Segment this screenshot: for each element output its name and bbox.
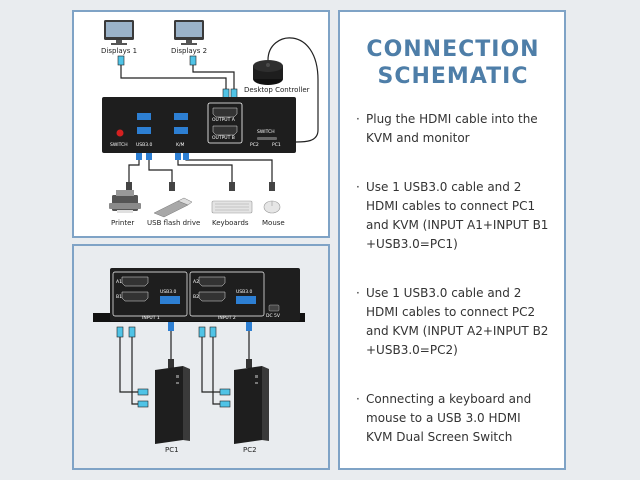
a1-label: A1 [116, 280, 122, 285]
hdmi-port-icon [121, 276, 149, 287]
usb-port-icon [236, 296, 256, 304]
printer-label: Printer [111, 219, 135, 227]
pc-cables [119, 330, 250, 405]
usb-port-icon [137, 113, 151, 120]
display-1-label: Displays 1 [101, 47, 138, 55]
usb-port-icon [174, 113, 188, 120]
km-label: K/M [176, 143, 185, 148]
pc2-tower-icon [234, 366, 269, 444]
title-line-2: SCHEMATIC [377, 64, 529, 89]
usb-port-icon [174, 127, 188, 134]
usb30-input1-label: USB3.0 [160, 290, 177, 295]
instruction-text: Use 1 USB3.0 cable and 2 HDMI cables to … [366, 180, 549, 251]
pc1-toggle-label: PC1 [272, 143, 281, 148]
hdmi-port-icon [121, 291, 149, 302]
bullet-marker: · [356, 392, 360, 406]
instruction-item: · Plug the HDMI cable into the KVM and m… [356, 110, 550, 148]
bullet-marker: · [356, 180, 360, 194]
hdmi-port-icon [212, 125, 238, 136]
pc2-label: PC2 [243, 446, 257, 454]
hdmi-plug-icon [230, 88, 238, 99]
usb30-input2-label: USB3.0 [236, 290, 253, 295]
input-2-label: INPUT 2 [218, 316, 236, 321]
output-b-label: OUTPUT B [212, 136, 235, 141]
switch-button-icon [116, 129, 124, 137]
kvm-switch-front [102, 97, 296, 153]
title-line-1: CONNECTION [366, 37, 540, 62]
display-2-icon [174, 20, 204, 45]
instructions-panel: CONNECTION SCHEMATIC · Plug the HDMI cab… [338, 10, 566, 470]
desktop-controller-label: Desktop Controller [244, 86, 310, 94]
instruction-list: · Plug the HDMI cable into the KVM and m… [356, 110, 550, 447]
pc1-tower-icon [155, 366, 190, 444]
pc1-label: PC1 [165, 446, 179, 454]
display-1-icon [104, 20, 134, 45]
b2-label: B2 [193, 295, 199, 300]
a2-label: A2 [193, 280, 199, 285]
input-1-label: INPUT 1 [142, 316, 160, 321]
dc-port-icon [268, 304, 280, 312]
instruction-text: Plug the HDMI cable into the KVM and mon… [366, 112, 538, 145]
panel-title: CONNECTION SCHEMATIC [356, 36, 550, 90]
hdmi-plug-icon [189, 55, 197, 66]
printer-icon [109, 190, 141, 213]
usb-flash-drive-icon [153, 197, 193, 218]
instruction-item: · Use 1 USB3.0 cable and 2 HDMI cables t… [356, 284, 550, 360]
usb-flash-drive-label: USB flash drive [147, 219, 201, 227]
b1-label: B1 [116, 295, 122, 300]
instruction-item: · Connecting a keyboard and mouse to a U… [356, 390, 550, 447]
instruction-text: Use 1 USB3.0 cable and 2 HDMI cables to … [366, 286, 549, 357]
mouse-icon [263, 200, 281, 214]
instruction-item: · Use 1 USB3.0 cable and 2 HDMI cables t… [356, 178, 550, 254]
hdmi-port-icon [198, 291, 226, 302]
kvm-switch-back [93, 268, 305, 322]
keyboards-label: Keyboards [212, 219, 249, 227]
hdmi-port-icon [198, 276, 226, 287]
usb30-label: USB3.0 [136, 143, 153, 148]
output-a-label: OUTPUT A [212, 118, 235, 123]
hdmi-port-icon [212, 107, 238, 118]
hdmi-cable-display-1 [120, 63, 227, 97]
switch-label: SWITCH [110, 143, 128, 148]
hdmi-plug-icon [222, 88, 230, 99]
mouse-label: Mouse [262, 219, 285, 227]
pc2-toggle-label: PC2 [250, 143, 259, 148]
dc-5v-label: DC 5V [266, 314, 280, 319]
hdmi-plug-icon [117, 55, 125, 66]
desktop-controller-icon [253, 37, 319, 143]
bullet-marker: · [356, 112, 360, 126]
back-connection-panel [72, 244, 330, 470]
usb-port-icon [160, 296, 180, 304]
pc-toggle-icon [257, 137, 277, 140]
usb-port-icon [137, 127, 151, 134]
keyboard-icon [211, 200, 253, 214]
instruction-text: Connecting a keyboard and mouse to a USB… [366, 392, 532, 444]
hdmi-cable-display-2 [192, 63, 235, 97]
display-2-label: Displays 2 [171, 47, 208, 55]
toggle-switch-label: SWITCH [257, 130, 275, 135]
bullet-marker: · [356, 286, 360, 300]
